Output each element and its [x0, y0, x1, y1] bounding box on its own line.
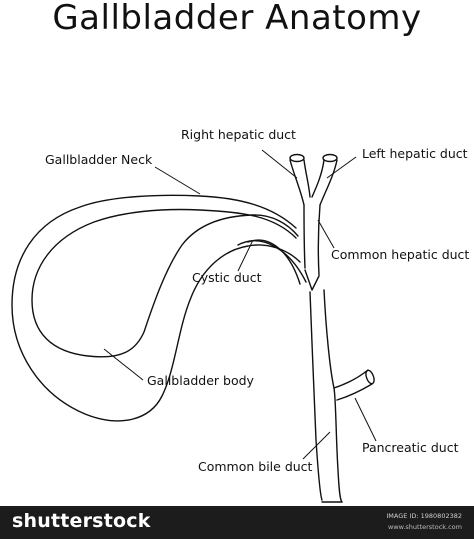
image-id-text: IMAGE ID: 1980802382: [386, 512, 462, 520]
label-cystic-duct: Cystic duct: [192, 270, 262, 285]
left-hepatic-duct: [311, 159, 325, 198]
label-gallbladder-neck: Gallbladder Neck: [45, 152, 153, 167]
gallbladder-inner-wall: [31, 208, 299, 358]
leader-gallbladder-neck: [154, 166, 201, 195]
cystic-duct-tube: [237, 240, 307, 283]
label-common-bile-duct: Common bile duct: [198, 459, 313, 474]
watermark-footer: shutterstock IMAGE ID: 1980802382 www.sh…: [0, 506, 474, 539]
right-hepatic-opening: [289, 153, 305, 163]
right-hepatic-duct: [289, 159, 305, 206]
left-hepatic-opening: [322, 153, 338, 163]
label-gallbladder-body: Gallbladder body: [147, 373, 255, 388]
leader-right-hepatic: [261, 149, 298, 179]
leader-pancreatic: [354, 397, 377, 442]
leader-common-bile: [302, 431, 331, 460]
label-right-hepatic-duct: Right hepatic duct: [181, 127, 296, 142]
site-url-text: www.shutterstock.com: [387, 523, 462, 531]
gallbladder-outer-wall: [11, 194, 301, 422]
label-pancreatic-duct: Pancreatic duct: [362, 440, 459, 455]
cystic-duct-tube-inner: [247, 239, 301, 285]
leader-gallbladder-body: [103, 348, 144, 381]
pancreatic-duct-opening: [365, 369, 375, 385]
label-left-hepatic-duct: Left hepatic duct: [362, 146, 468, 161]
leader-left-hepatic: [326, 156, 357, 179]
diagram-title: Gallbladder Anatomy: [52, 0, 422, 38]
common-bile-duct-right: [323, 289, 343, 503]
common-hepatic-duct-right: [317, 204, 321, 276]
label-common-hepatic-duct: Common hepatic duct: [331, 247, 469, 262]
leader-cystic-duct: [237, 239, 254, 272]
gallbladder-diagram: Right hepatic duct Left hepatic duct Gal…: [11, 127, 469, 503]
leader-common-hepatic: [317, 219, 335, 249]
pancreatic-duct: [333, 369, 369, 389]
common-bile-duct-left: [309, 291, 323, 501]
common-hepatic-duct-left: [303, 204, 306, 269]
shutterstock-logo: shutterstock: [12, 510, 151, 532]
